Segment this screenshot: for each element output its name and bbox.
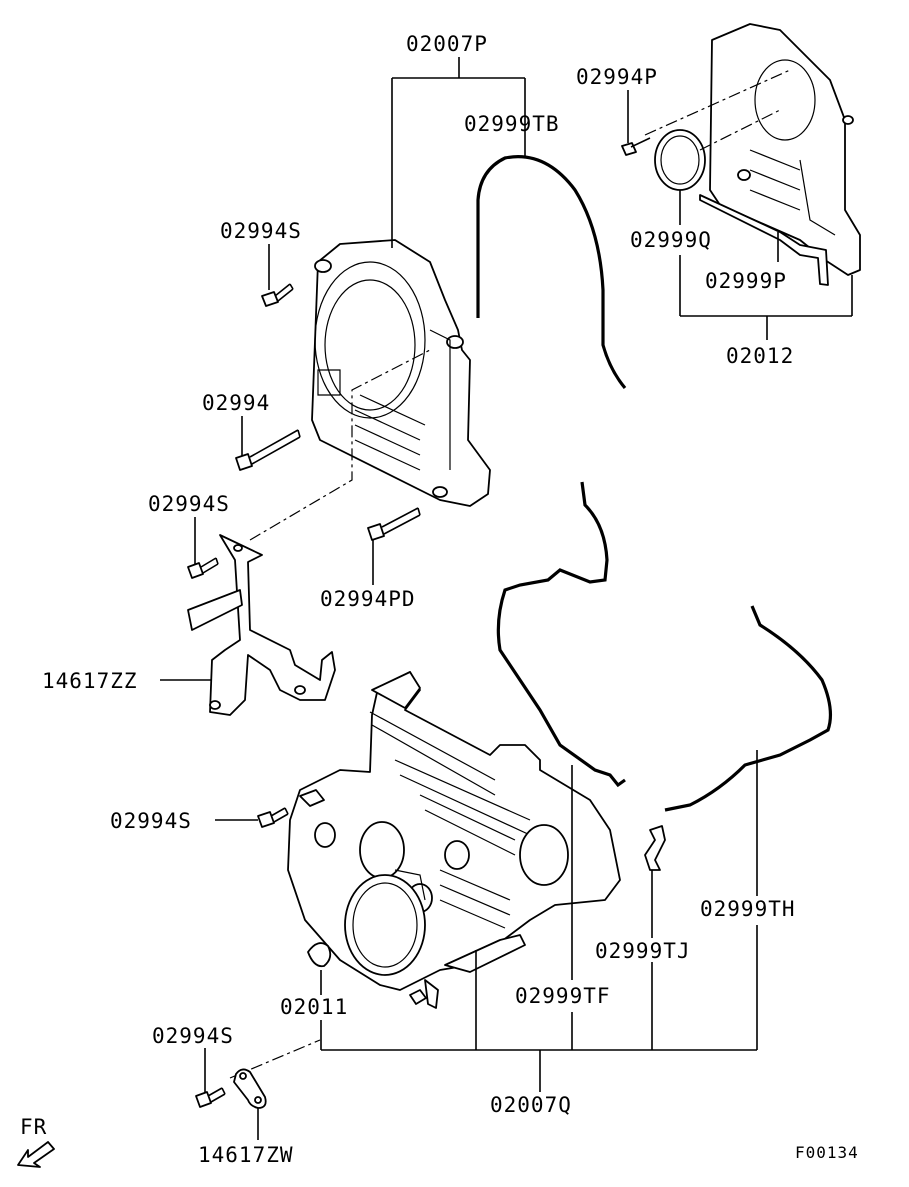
label-14617ZZ: 14617ZZ	[42, 669, 138, 693]
middle-gasket	[496, 481, 626, 788]
figure-code: F00134	[795, 1143, 859, 1162]
label-02994S-lower: 02994S	[110, 809, 192, 833]
bolt-02994S-lower-icon	[257, 807, 289, 828]
lower-gasket	[664, 605, 833, 812]
small-screw-icon	[409, 979, 439, 1009]
label-02999TF: 02999TF	[515, 984, 611, 1008]
long-bolt-02994-icon	[235, 429, 301, 471]
alignment-line	[249, 349, 431, 541]
label-02012: 02012	[726, 344, 794, 368]
label-direction: FR	[20, 1115, 47, 1139]
label-02994S-bottom: 02994S	[152, 1024, 234, 1048]
label-02994S-upper: 02994S	[220, 219, 302, 243]
bolt-02994P-icon	[621, 137, 651, 156]
plug-02011	[307, 942, 332, 968]
front-direction-arrow-icon	[17, 1141, 55, 1168]
bolt-02994PD-icon	[367, 507, 421, 541]
upper-gasket	[476, 155, 627, 390]
rear-timing-plate	[709, 23, 861, 276]
leader-lines	[160, 57, 853, 1140]
bolt-02994S-small-icon	[187, 557, 219, 579]
lower-timing-cover	[287, 671, 621, 991]
label-02999TH: 02999TH	[700, 897, 796, 921]
label-02999TB: 02999TB	[464, 112, 560, 136]
label-02999TJ: 02999TJ	[595, 939, 691, 963]
label-02994P: 02994P	[576, 65, 658, 89]
bracket-14617ZW	[233, 1068, 267, 1109]
label-02007Q: 02007Q	[490, 1093, 572, 1117]
label-02007P: 02007P	[406, 32, 488, 56]
bolt-02994S-icon	[261, 283, 294, 307]
rear-plate-gasket	[699, 194, 829, 286]
rear-plate-seal-ring	[654, 129, 706, 191]
upper-timing-cover	[311, 239, 491, 507]
bolt-02994S-bottom-icon	[195, 1087, 226, 1108]
label-02999Q: 02999Q	[630, 228, 712, 252]
alignment-line	[699, 109, 781, 151]
clip-02999TJ	[644, 825, 666, 871]
label-02011: 02011	[280, 995, 348, 1019]
bracket-14617ZZ	[187, 534, 336, 716]
label-14617ZW: 14617ZW	[198, 1143, 294, 1167]
label-02994PD: 02994PD	[320, 587, 416, 611]
alignment-line	[644, 69, 791, 136]
label-02999P: 02999P	[705, 269, 787, 293]
label-02994: 02994	[202, 391, 270, 415]
label-02994S-middle: 02994S	[148, 492, 230, 516]
